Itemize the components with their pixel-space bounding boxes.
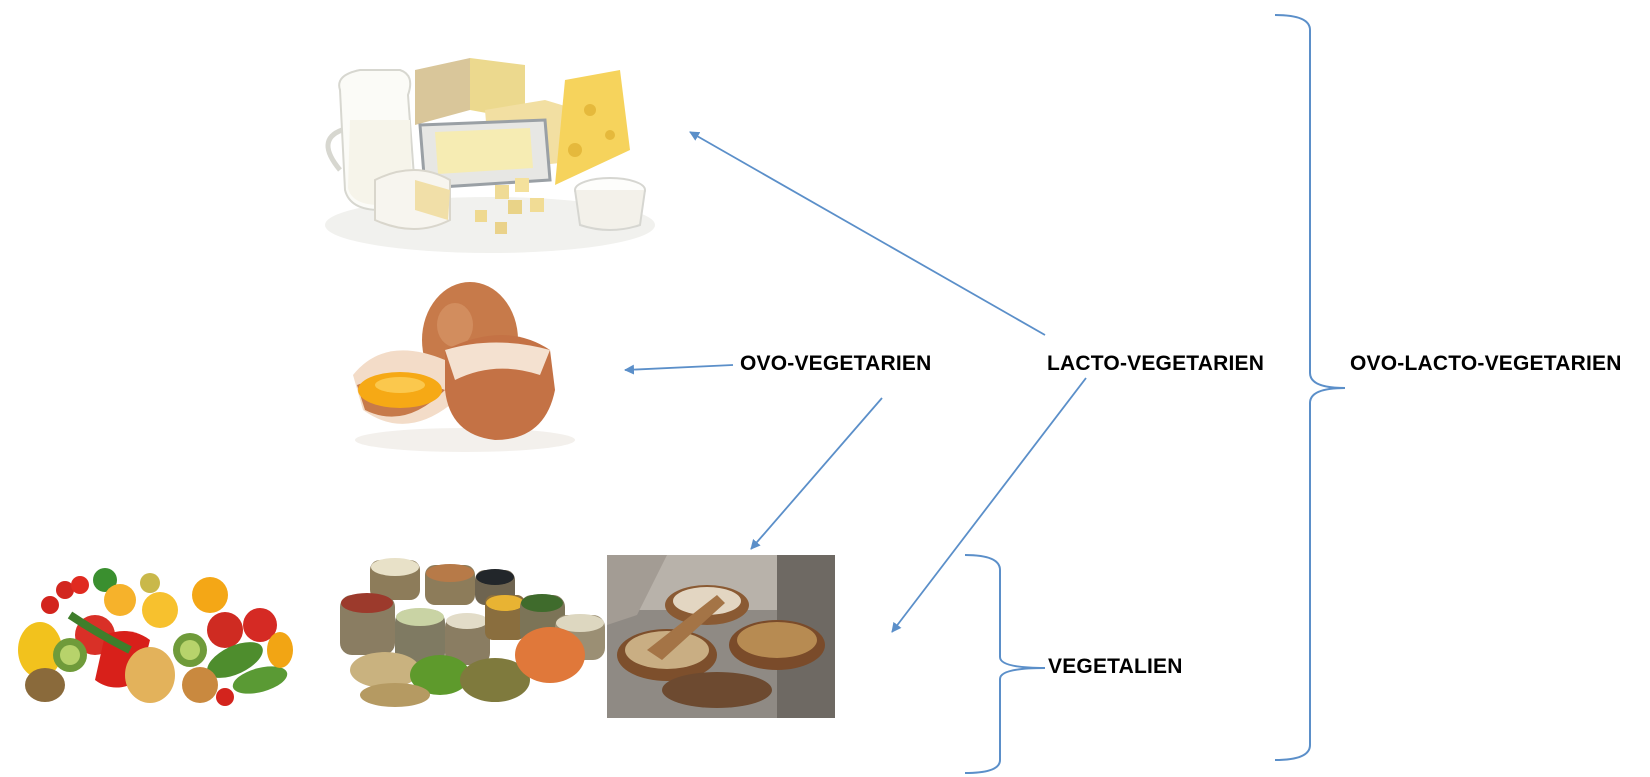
label-ovo-lacto-vegetarien: OVO-LACTO-VEGETARIEN xyxy=(1350,352,1622,375)
dairy-products-image xyxy=(325,58,655,253)
label-lacto-vegetarien: LACTO-VEGETARIEN xyxy=(1047,352,1265,375)
arrow-lacto-to-cereals xyxy=(891,377,1087,633)
cereals-bowls-image xyxy=(607,555,835,718)
label-vegetalien: VEGETALIEN xyxy=(1048,655,1183,678)
arrow-ovo-to-cereals xyxy=(750,397,883,550)
arrow-lacto-to-dairy xyxy=(689,131,1046,336)
eggs-image xyxy=(353,282,575,452)
fruits-vegetables-image xyxy=(18,568,293,706)
label-ovo-vegetarien: OVO-VEGETARIEN xyxy=(740,352,932,375)
brace-vegetalien xyxy=(964,554,1046,774)
arrow-ovo-to-eggs xyxy=(624,364,734,375)
legumes-grains-sacks-image xyxy=(340,558,605,707)
brace-ovo-lacto-vegetarien xyxy=(1274,14,1346,761)
